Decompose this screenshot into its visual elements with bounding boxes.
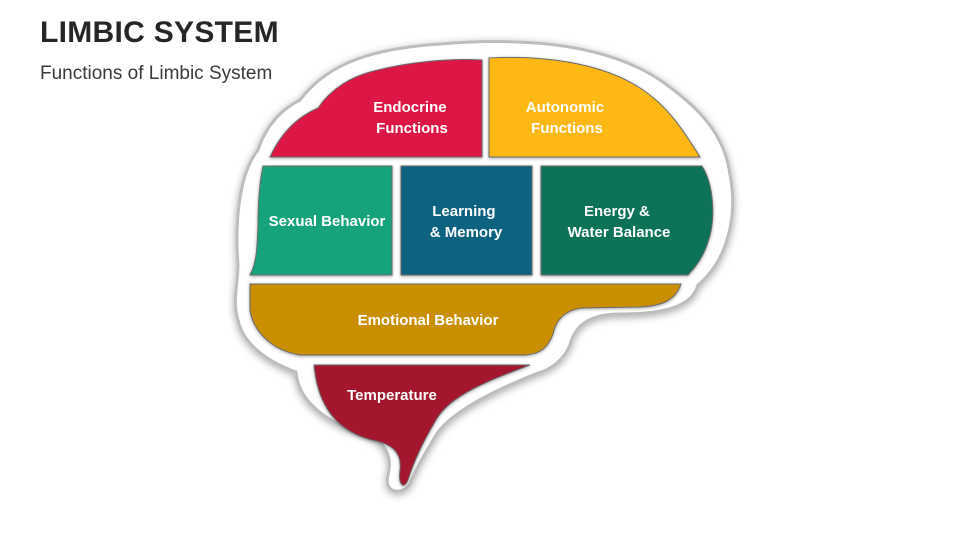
segment-learning-label: Learning & Memory [430,203,503,241]
segment-sexual-shape [249,165,393,276]
segment-endocrine-shape [269,58,483,158]
segment-sexual-label: Sexual Behavior [269,213,386,230]
page-title: LIMBIC SYSTEM [40,16,279,49]
page-subtitle: Functions of Limbic System [40,63,273,84]
segment-temperature-shape [313,364,531,486]
segment-energy-shape [540,165,714,276]
segment-temperature-label: Temperature [347,387,437,404]
segment-learning-shape [400,165,533,276]
segment-emotional-shape [249,283,682,356]
segment-energy-label: Energy & Water Balance [568,203,671,241]
segment-endocrine-label: Endocrine Functions [373,99,451,137]
segment-autonomic-label: Autonomic Functions [526,99,609,137]
segment-autonomic-shape [488,56,701,158]
segment-emotional-label: Emotional Behavior [358,312,499,329]
